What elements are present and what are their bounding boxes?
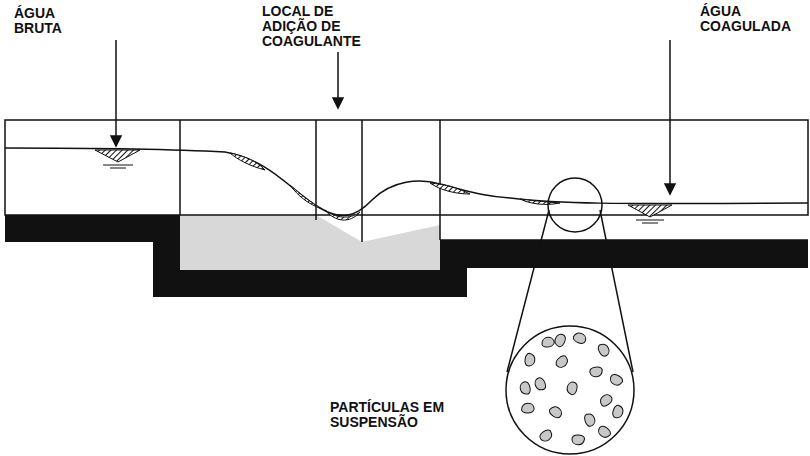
particle [596,424,611,440]
particle [571,433,585,446]
particle [554,354,570,369]
particle [608,372,624,388]
water-surface [5,148,808,216]
water-level-marks [95,150,672,220]
suspended-particles [520,331,625,447]
particles-label: PARTÍCULAS EM SUSPENSÃO [330,400,455,430]
particle [542,337,554,347]
particle [523,353,537,368]
particle [589,366,602,377]
flume-bed [180,215,440,270]
particle [598,393,613,407]
particle [548,404,564,420]
particle [538,429,553,443]
magnifier [506,178,634,454]
particle [584,413,595,426]
particle [520,382,530,394]
outlet-label: ÁGUA COAGULADA [700,4,800,34]
dosing-point-label: LOCAL DE ADIÇÃO DE COAGULANTE [262,4,362,49]
label-arrows [111,40,675,194]
channel-walls [5,120,808,242]
particle [553,332,568,348]
particle [572,331,588,346]
water-level-ticks [103,165,664,223]
particle [610,404,625,420]
particle [521,402,535,414]
channel-floor [5,215,808,297]
particle [565,380,579,395]
particle [534,377,546,391]
particle [597,343,610,358]
inlet-label: ÁGUA BRUTA [14,6,84,36]
